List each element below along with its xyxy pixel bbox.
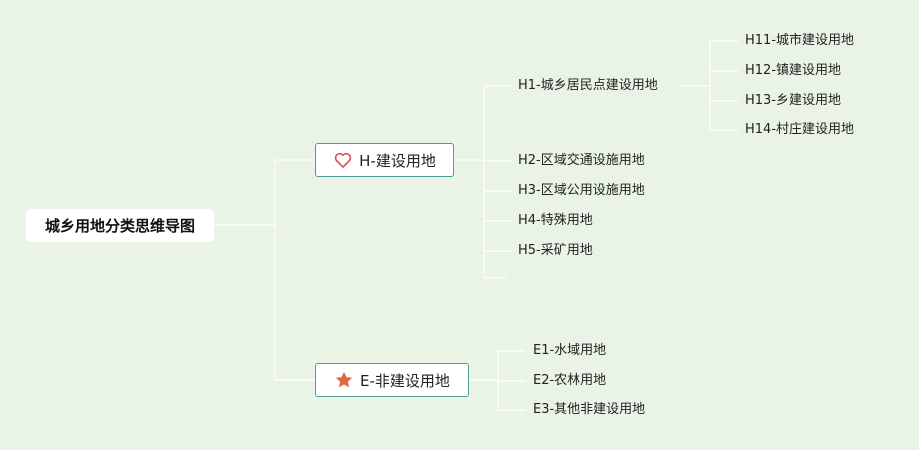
topic-e3[interactable]: E3-其他非建设用地	[533, 402, 646, 417]
topic-h5[interactable]: H5-采矿用地	[518, 243, 593, 258]
star-icon	[334, 370, 354, 390]
root-topic-label: 城乡用地分类思维导图	[44, 217, 195, 235]
topic-h11[interactable]: H11-城市建设用地	[745, 33, 855, 48]
topic-e1[interactable]: E1-水域用地	[533, 343, 607, 358]
topic-e2[interactable]: E2-农林用地	[533, 373, 607, 388]
topic-h13[interactable]: H13-乡建设用地	[745, 93, 842, 108]
topic-h2[interactable]: H2-区域交通设施用地	[518, 153, 645, 168]
branch-e-label: E-非建设用地	[360, 371, 450, 390]
heart-outline-icon	[333, 150, 353, 170]
root-topic[interactable]: 城乡用地分类思维导图	[26, 209, 214, 242]
topic-h4[interactable]: H4-特殊用地	[518, 213, 593, 228]
topic-h3[interactable]: H3-区域公用设施用地	[518, 183, 645, 198]
topic-h14[interactable]: H14-村庄建设用地	[745, 122, 855, 137]
topic-h12[interactable]: H12-镇建设用地	[745, 63, 842, 78]
branch-h-label: H-建设用地	[359, 151, 436, 170]
topic-h1[interactable]: H1-城乡居民点建设用地	[518, 78, 658, 93]
branch-e-non-construction-land[interactable]: E-非建设用地	[315, 363, 469, 397]
branch-h-construction-land[interactable]: H-建设用地	[315, 143, 454, 177]
